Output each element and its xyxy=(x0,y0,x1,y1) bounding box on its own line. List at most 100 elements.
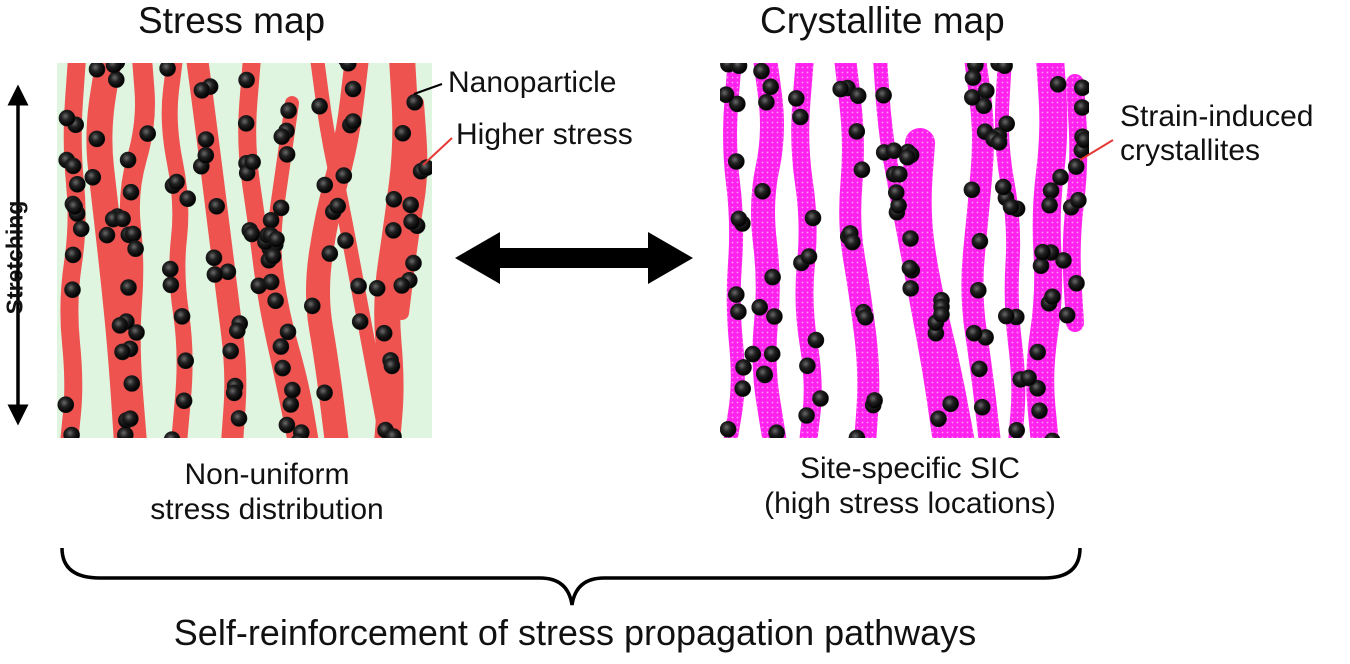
nanoparticle-36 xyxy=(222,342,239,360)
bottom-caption: Self-reinforcement of stress propagation… xyxy=(173,612,977,653)
nanoparticle-111 xyxy=(1031,402,1048,420)
nanoparticle-67 xyxy=(168,173,185,191)
nanoparticle-31 xyxy=(238,71,255,89)
higher-stress-label: Higher stress xyxy=(456,118,633,151)
nanoparticle-52 xyxy=(849,87,867,104)
nanoparticle-13 xyxy=(971,232,989,250)
nanoparticle-5 xyxy=(902,280,920,297)
nanoparticle-94 xyxy=(84,169,102,186)
nanoparticle-105 xyxy=(229,322,246,340)
nanoparticle-28 xyxy=(728,95,746,113)
correlation-double-arrow xyxy=(455,232,693,284)
stress-caption-line2: stress distribution xyxy=(150,492,384,526)
nanoparticle-38 xyxy=(866,392,883,409)
nanoparticle-119 xyxy=(114,210,131,228)
nanoparticle-86 xyxy=(812,390,829,407)
nanoparticle-107 xyxy=(179,190,196,207)
nanoparticle-125 xyxy=(335,167,353,184)
stress-map-title: Stress map xyxy=(138,0,326,41)
nanoparticle-45 xyxy=(753,63,770,80)
nanoparticle-1 xyxy=(973,398,991,416)
nanoparticle-4 xyxy=(344,80,362,98)
nanoparticle-15 xyxy=(942,395,959,413)
crystallite-path-6 xyxy=(901,128,975,438)
nanoparticle-61 xyxy=(1044,288,1061,306)
nanoparticle-87 xyxy=(69,176,86,193)
nanoparticle-117 xyxy=(891,166,908,183)
nanoparticle-112 xyxy=(63,426,80,438)
nanoparticle-114 xyxy=(268,231,285,248)
nanoparticle-63 xyxy=(1002,198,1020,216)
nanoparticle-9 xyxy=(117,426,134,438)
nanoparticle-79 xyxy=(237,115,255,132)
nanoparticle-115 xyxy=(105,63,123,74)
stress-caption-line1: Non-uniform xyxy=(184,458,350,491)
strain-induced-crystallites-label: Strain-induced crystallites xyxy=(1120,100,1313,168)
nanoparticle-76 xyxy=(385,191,403,208)
nanoparticle-44 xyxy=(969,281,987,299)
nanoparticle-96 xyxy=(734,380,752,397)
nanoparticle-83 xyxy=(273,128,291,145)
nanoparticle-119 xyxy=(792,108,809,126)
nanoparticle-113 xyxy=(933,306,950,323)
nanoparticle-49 xyxy=(720,421,737,438)
nanoparticle-43 xyxy=(293,424,310,438)
nanoparticle-70 xyxy=(763,345,781,363)
nanoparticle-122 xyxy=(340,63,357,72)
nanoparticle-30 xyxy=(284,381,301,399)
nanoparticle-110 xyxy=(963,89,981,106)
nanoparticle-100 xyxy=(997,307,1015,325)
nanoparticle-80 xyxy=(124,225,142,243)
crystallite-map-panel xyxy=(720,63,1089,438)
nanoparticle-91 xyxy=(64,157,82,175)
nanoparticle-129 xyxy=(173,308,191,325)
nanoparticle-67 xyxy=(990,134,1008,151)
nanoparticle-86 xyxy=(383,357,401,375)
nanoparticle-99 xyxy=(1044,432,1061,438)
nanoparticle-107 xyxy=(798,407,815,424)
nanoparticle-88 xyxy=(975,97,993,114)
strain-induced-line2: crystallites xyxy=(1120,134,1261,167)
nanoparticle-55 xyxy=(394,125,412,142)
nanoparticle-109 xyxy=(114,343,131,361)
nanoparticle-50 xyxy=(344,113,362,130)
nanoparticle-50 xyxy=(1068,274,1085,292)
nanoparticle-23 xyxy=(977,82,995,100)
nanoparticle-98 xyxy=(264,247,282,265)
nanoparticle-66 xyxy=(111,317,129,334)
nanoparticle-105 xyxy=(727,286,745,303)
crystallite-caption-line1: Site-specific SIC xyxy=(799,452,1021,485)
nanoparticle-35 xyxy=(971,360,988,378)
nanoparticle-59 xyxy=(262,273,280,291)
nanoparticle-31 xyxy=(730,210,748,228)
nanoparticle-25 xyxy=(282,396,300,413)
higher-stress-leader-line xyxy=(422,137,453,166)
nanoparticle-58 xyxy=(727,153,745,170)
nanoparticle-110 xyxy=(162,276,180,294)
nanoparticle-29 xyxy=(88,63,106,78)
nanoparticle-114 xyxy=(996,63,1013,74)
nanoparticle-30 xyxy=(848,429,866,438)
nanoparticle-19 xyxy=(128,324,145,341)
crystallite-caption-line2: (high stress locations) xyxy=(764,486,1056,520)
nanoparticle-93 xyxy=(1020,369,1037,387)
nanoparticle-82 xyxy=(1034,243,1051,261)
nanoparticle-66 xyxy=(848,123,866,140)
nanoparticle-104 xyxy=(887,184,905,201)
nanoparticle-39 xyxy=(119,151,137,169)
nanoparticle-20 xyxy=(1070,191,1087,209)
nanoparticle-70 xyxy=(403,213,420,230)
nanoparticle-95 xyxy=(177,352,194,370)
stress-path-4 xyxy=(161,63,193,438)
nanoparticle-53 xyxy=(120,279,137,296)
nanoparticle-87 xyxy=(965,324,983,342)
nanoparticle-81 xyxy=(1067,158,1085,175)
nanoparticle-42 xyxy=(321,245,339,262)
nanoparticle-22 xyxy=(122,183,140,201)
nanoparticle-118 xyxy=(127,240,144,257)
nanoparticle-82 xyxy=(64,246,82,264)
nanoparticle-81 xyxy=(279,323,297,341)
nanoparticle-100 xyxy=(351,313,369,330)
nanoparticle-127 xyxy=(406,94,424,111)
